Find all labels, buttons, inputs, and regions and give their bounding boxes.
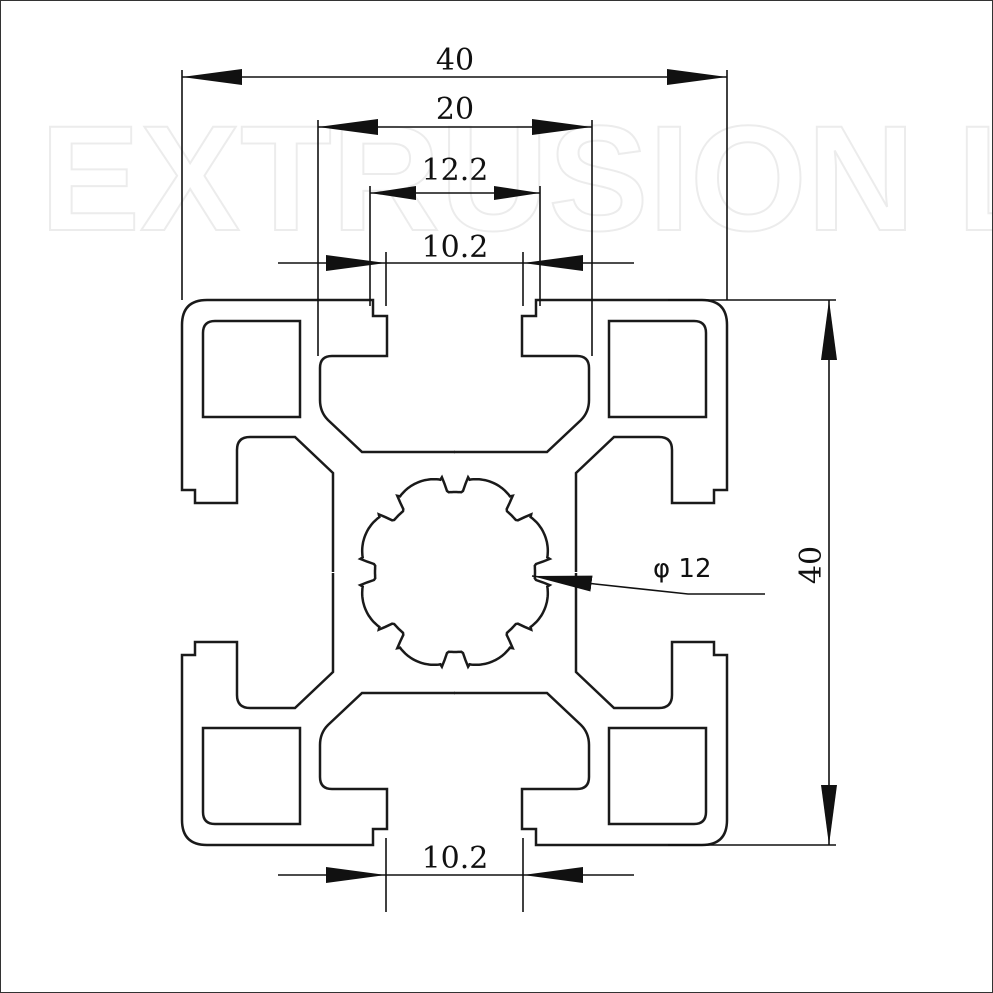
- dimension-lines: [181, 69, 837, 912]
- label-20: 20: [436, 92, 474, 127]
- label-10-2-bottom: 10.2: [422, 841, 489, 876]
- profile-outline: [180, 298, 729, 847]
- label-width-40: 40: [436, 43, 474, 78]
- label-10-2-top: 10.2: [422, 230, 489, 265]
- label-12-2: 12.2: [422, 153, 489, 188]
- label-bore-phi-12: φ 12: [653, 554, 712, 584]
- watermark-text: EXTRUSION LAND: [40, 94, 993, 262]
- dimension-labels: 40 20 12.2 10.2 10.2 φ 12 40: [422, 43, 829, 876]
- center-bore-gear: [357, 474, 553, 670]
- label-height-40: 40: [794, 546, 829, 584]
